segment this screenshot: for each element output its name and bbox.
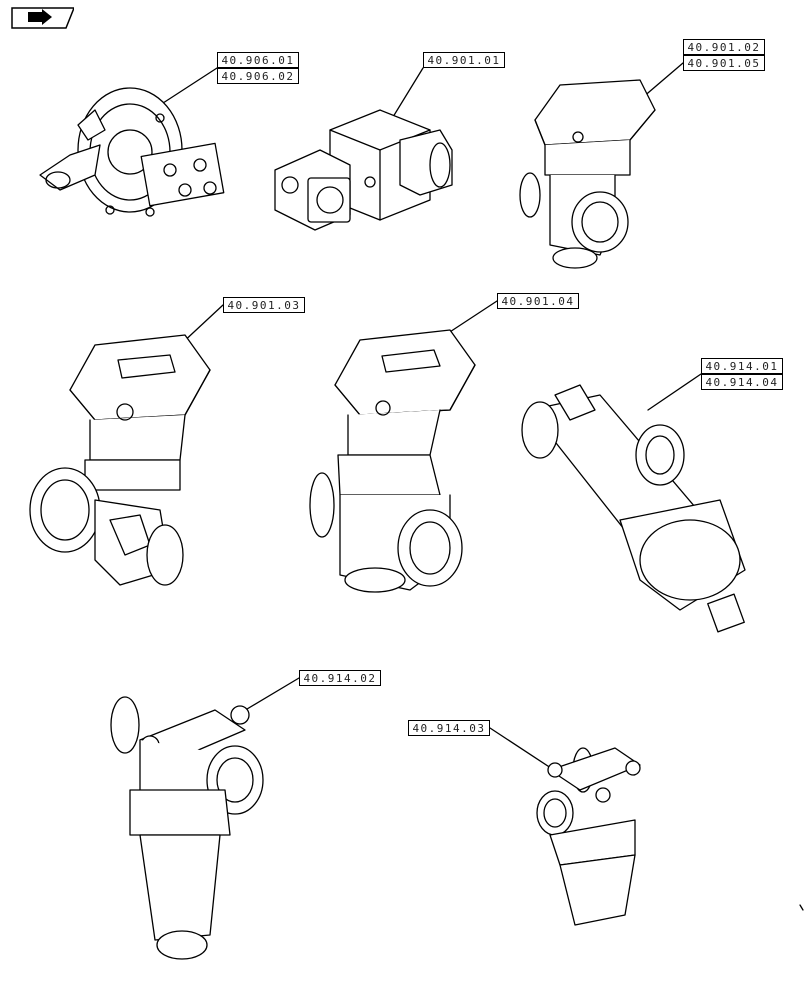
- part-valve-actuator-center: [309, 329, 476, 593]
- part-valve-block: [274, 109, 453, 231]
- ref-40-901-03[interactable]: 40.901.03: [223, 297, 305, 313]
- ref-40-901-02[interactable]: 40.901.02: [683, 39, 765, 55]
- part-valve-actuator-left: [29, 334, 211, 586]
- part-angled-filter: [521, 384, 746, 633]
- ref-40-914-03[interactable]: 40.914.03: [408, 720, 490, 736]
- ref-40-914-01[interactable]: 40.914.01: [701, 358, 783, 374]
- part-pump-assembly: [39, 87, 225, 217]
- ref-40-906-02[interactable]: 40.906.02: [217, 68, 299, 84]
- ref-40-914-04[interactable]: 40.914.04: [701, 374, 783, 390]
- part-tall-filter: [110, 696, 264, 960]
- ref-40-914-02[interactable]: 40.914.02: [299, 670, 381, 686]
- ref-40-901-05[interactable]: 40.901.05: [683, 55, 765, 71]
- navigation-arrow-icon[interactable]: [8, 6, 74, 30]
- ref-40-901-04[interactable]: 40.901.04: [497, 293, 579, 309]
- ref-40-906-01[interactable]: 40.906.01: [217, 52, 299, 68]
- part-valve-with-cover-small: [519, 79, 656, 269]
- part-small-filter: [536, 747, 641, 926]
- ref-40-901-01[interactable]: 40.901.01: [423, 52, 505, 68]
